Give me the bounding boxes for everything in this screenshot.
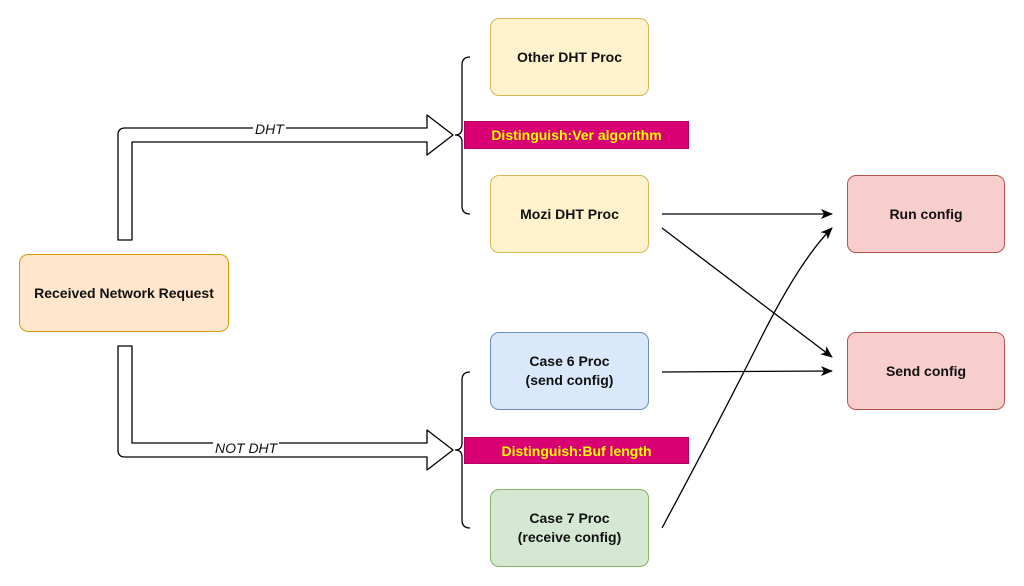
node-label: Other DHT Proc [516,48,622,65]
dht-bracket [454,56,471,215]
edge-case7-to-run-config [661,227,833,529]
node-label: Run config [889,205,963,222]
tag-distinguish-ver-algorithm: Distinguish:Ver algorithm [464,121,689,149]
node-case6-proc[interactable]: Case 6 Proc (send config) [490,332,649,410]
node-label: Case 7 Proc (receive config) [517,510,622,545]
node-run-config[interactable]: Run config [847,175,1005,253]
node-other-dht-proc[interactable]: Other DHT Proc [490,18,649,96]
node-label: Mozi DHT Proc [520,205,619,222]
edge-case6-to-send-config [661,366,833,377]
node-received-network-request[interactable]: Received Network Request [19,254,229,332]
node-label: Case 6 Proc (send config) [525,353,614,388]
edge-mozi-to-send-config [661,227,833,358]
edge-label-not-dht: NOT DHT [213,440,280,456]
node-label: Send config [885,362,967,379]
not-dht-block-arrow [117,345,454,471]
tag-distinguish-buf-length: Distinguish:Buf length [464,437,689,464]
edge-label-dht: DHT [253,121,286,137]
not-dht-bracket [454,371,471,529]
node-case7-proc[interactable]: Case 7 Proc (receive config) [490,489,649,567]
dht-block-arrow [117,114,454,241]
node-send-config[interactable]: Send config [847,332,1005,410]
node-label: Received Network Request [34,284,214,301]
node-mozi-dht-proc[interactable]: Mozi DHT Proc [490,175,649,253]
